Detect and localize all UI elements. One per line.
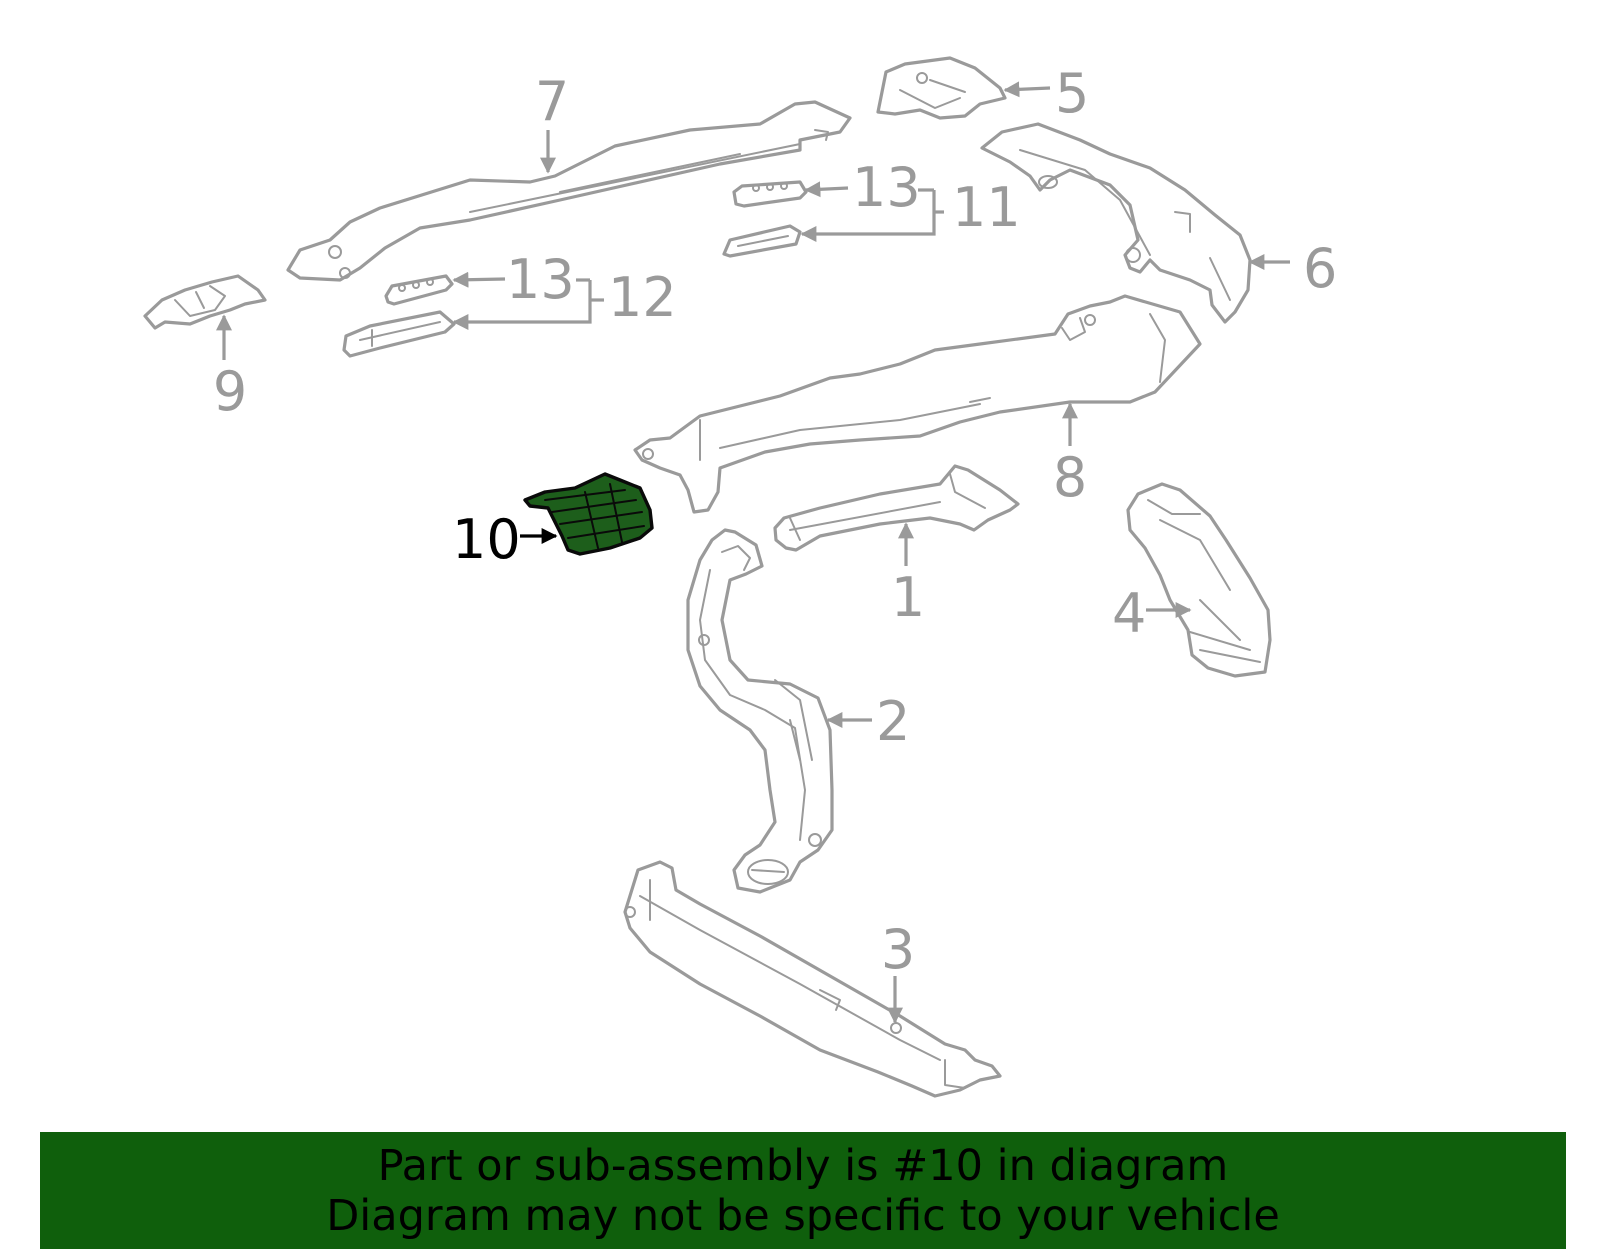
callout-11: 11 <box>952 176 1021 239</box>
part-10-highlighted[interactable] <box>523 472 654 556</box>
callout-5: 5 <box>1055 62 1089 125</box>
part-8-duct[interactable] <box>633 294 1202 514</box>
callout-4: 4 <box>1112 582 1146 645</box>
parts-diagram: 7 5 6 13 11 13 12 9 8 1 4 2 3 10 <box>143 56 1337 1098</box>
callout-3: 3 <box>881 918 915 981</box>
part-11-vent-pieces[interactable] <box>722 180 808 258</box>
part-9-bracket[interactable] <box>143 274 267 330</box>
callout-8: 8 <box>1053 446 1087 509</box>
part-5-duct[interactable] <box>876 56 1007 120</box>
callout-13-lower: 13 <box>506 248 575 311</box>
callout-6: 6 <box>1303 237 1337 300</box>
banner-line-2: Diagram may not be specific to your vehi… <box>326 1191 1280 1241</box>
part-2-duct[interactable] <box>686 528 834 894</box>
callout-2: 2 <box>876 690 910 753</box>
callout-12: 12 <box>608 266 677 329</box>
part-6-duct[interactable] <box>980 122 1252 324</box>
part-1-duct[interactable] <box>773 464 1020 552</box>
part-12-vent-pieces[interactable] <box>342 274 456 358</box>
info-banner: Part or sub-assembly is #10 in diagram D… <box>40 1132 1566 1249</box>
callout-9: 9 <box>213 360 247 423</box>
part-3-duct[interactable] <box>623 860 1002 1098</box>
callout-13-upper: 13 <box>852 156 921 219</box>
leader-lines <box>216 81 1290 1024</box>
callout-10: 10 <box>452 508 521 571</box>
callout-1: 1 <box>891 566 925 629</box>
part-7-duct[interactable] <box>286 100 852 282</box>
banner-line-1: Part or sub-assembly is #10 in diagram <box>377 1141 1229 1191</box>
callout-7: 7 <box>535 70 569 133</box>
part-4-duct[interactable] <box>1126 482 1272 678</box>
